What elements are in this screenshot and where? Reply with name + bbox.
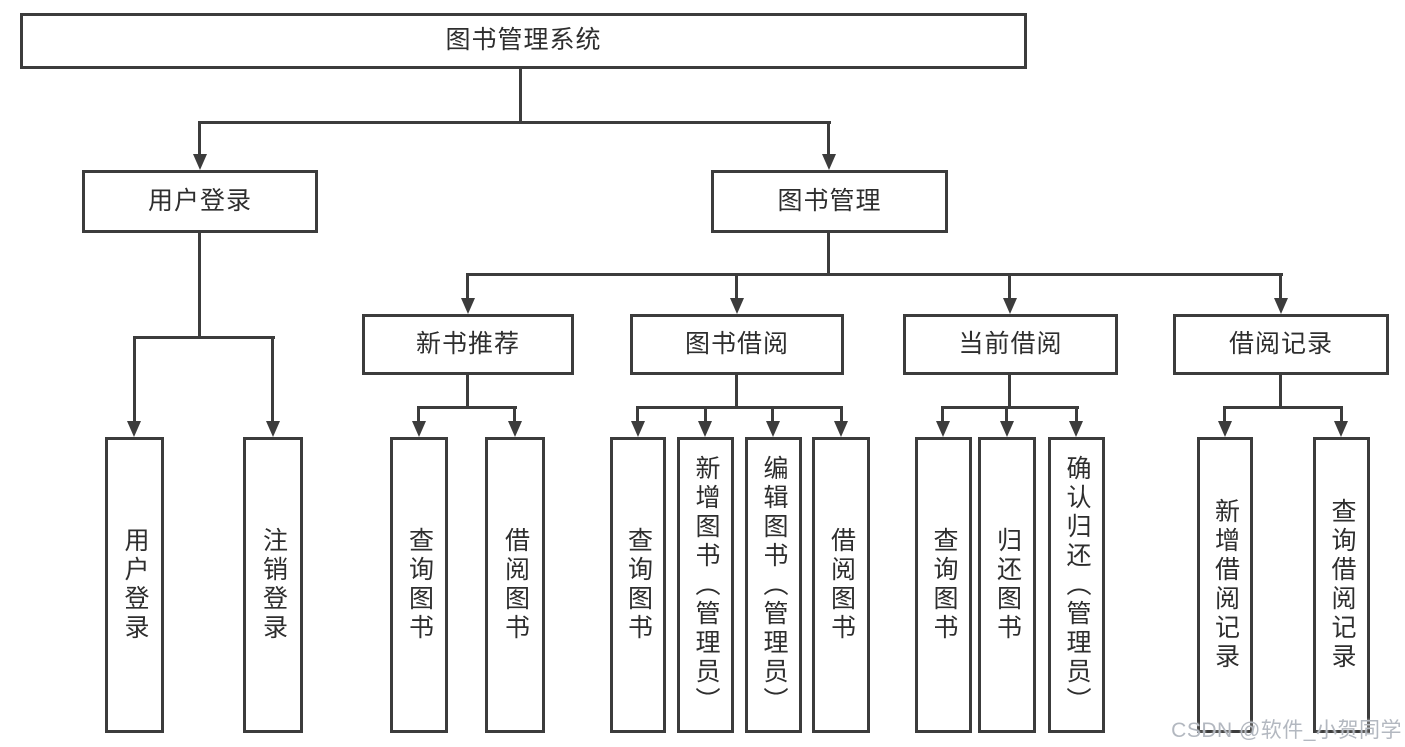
leaf-logout: 注销登录	[243, 437, 303, 733]
arrowhead-down-icon	[1218, 421, 1232, 437]
leaf-user-login: 用户登录	[105, 437, 164, 733]
connector-line	[1008, 273, 1011, 301]
leaf-record-query-borrow-record: 查询借阅记录	[1313, 437, 1370, 733]
leaf-borrow-query-books: 查询图书	[610, 437, 666, 733]
node-new-book-recommend-label: 新书推荐	[415, 329, 520, 358]
connector-line	[827, 121, 830, 157]
node-user-login-label: 用户登录	[147, 186, 252, 215]
connector-line	[1340, 406, 1343, 423]
connector-line	[704, 406, 707, 423]
node-borrow-record: 借阅记录	[1173, 314, 1389, 375]
node-new-book-recommend: 新书推荐	[362, 314, 574, 375]
connector-line	[519, 69, 522, 124]
arrowhead-down-icon	[834, 421, 848, 437]
arrowhead-down-icon	[127, 421, 141, 437]
leaf-user-login-label: 用户登录	[121, 527, 149, 643]
connector-line	[735, 273, 738, 301]
connector-line	[1008, 375, 1011, 409]
connector-line	[1279, 273, 1282, 301]
connector-line	[271, 336, 274, 422]
connector-line	[636, 406, 639, 423]
arrowhead-down-icon	[698, 421, 712, 437]
arrowhead-down-icon	[936, 421, 950, 437]
leaf-current-return-books: 归还图书	[978, 437, 1036, 733]
connector-line	[466, 273, 1283, 276]
node-book-management-label: 图书管理	[777, 186, 882, 215]
connector-line	[198, 233, 201, 339]
node-book-borrow: 图书借阅	[630, 314, 844, 375]
arrowhead-down-icon	[1003, 298, 1017, 314]
leaf-newbook-borrow-books-label: 借阅图书	[501, 527, 530, 643]
connector-line	[735, 375, 738, 409]
leaf-logout-label: 注销登录	[259, 527, 288, 643]
arrowhead-down-icon	[1000, 421, 1014, 437]
connector-line	[513, 406, 516, 423]
connector-line	[466, 375, 469, 409]
arrowhead-down-icon	[730, 298, 744, 314]
connector-line	[198, 121, 831, 124]
arrowhead-down-icon	[766, 421, 780, 437]
connector-line	[771, 406, 774, 423]
arrowhead-down-icon	[193, 154, 207, 170]
csdn-watermark: CSDN @软件_小贺同学	[1171, 719, 1402, 742]
leaf-record-add-borrow-record-label: 新增借阅记录	[1211, 498, 1240, 672]
arrowhead-down-icon	[461, 298, 475, 314]
connector-line	[827, 233, 830, 276]
connector-line	[1005, 406, 1008, 423]
node-current-borrow: 当前借阅	[903, 314, 1118, 375]
leaf-record-add-borrow-record: 新增借阅记录	[1197, 437, 1253, 733]
node-book-management: 图书管理	[711, 170, 948, 233]
arrowhead-down-icon	[412, 421, 426, 437]
leaf-borrow-edit-books-admin: 编辑图书（管理员）	[745, 437, 802, 733]
connector-line	[636, 406, 843, 409]
connector-line	[1223, 406, 1343, 409]
connector-line	[198, 121, 201, 157]
leaf-borrow-borrow-books-label: 借阅图书	[827, 527, 856, 643]
connector-line	[417, 406, 420, 423]
leaf-newbook-borrow-books: 借阅图书	[485, 437, 545, 733]
connector-line	[1223, 406, 1226, 423]
arrowhead-down-icon	[1334, 421, 1348, 437]
leaf-current-confirm-return-admin: 确认归还（管理员）	[1048, 437, 1105, 733]
leaf-borrow-borrow-books: 借阅图书	[812, 437, 870, 733]
leaf-current-return-books-label: 归还图书	[993, 527, 1022, 643]
connector-line	[840, 406, 843, 423]
node-user-login: 用户登录	[82, 170, 318, 233]
arrowhead-down-icon	[266, 421, 280, 437]
leaf-current-confirm-return-admin-label: 确认归还（管理员）	[1063, 454, 1091, 716]
arrowhead-down-icon	[1069, 421, 1083, 437]
leaf-borrow-query-books-label: 查询图书	[624, 527, 653, 643]
node-root-label: 图书管理系统	[445, 26, 602, 55]
connector-line	[1279, 375, 1282, 409]
arrowhead-down-icon	[822, 154, 836, 170]
leaf-borrow-add-books-admin: 新增图书（管理员）	[677, 437, 734, 733]
connector-line	[466, 273, 469, 301]
connector-line	[133, 336, 136, 422]
leaf-newbook-query-books-label: 查询图书	[405, 527, 434, 643]
node-root: 图书管理系统	[20, 13, 1027, 69]
connector-line	[941, 406, 944, 423]
leaf-borrow-edit-books-admin-label: 编辑图书（管理员）	[760, 454, 788, 716]
node-book-borrow-label: 图书借阅	[684, 329, 789, 358]
leaf-record-query-borrow-record-label: 查询借阅记录	[1328, 498, 1356, 672]
leaf-current-query-books-label: 查询图书	[930, 527, 958, 643]
arrowhead-down-icon	[1274, 298, 1288, 314]
node-current-borrow-label: 当前借阅	[958, 329, 1063, 358]
arrowhead-down-icon	[631, 421, 645, 437]
connector-line	[417, 406, 517, 409]
leaf-newbook-query-books: 查询图书	[390, 437, 448, 733]
leaf-borrow-add-books-admin-label: 新增图书（管理员）	[692, 454, 720, 716]
connector-line	[1075, 406, 1078, 423]
node-borrow-record-label: 借阅记录	[1228, 329, 1333, 358]
arrowhead-down-icon	[508, 421, 522, 437]
connector-line	[133, 336, 275, 339]
connector-line	[941, 406, 1079, 409]
leaf-current-query-books: 查询图书	[915, 437, 972, 733]
